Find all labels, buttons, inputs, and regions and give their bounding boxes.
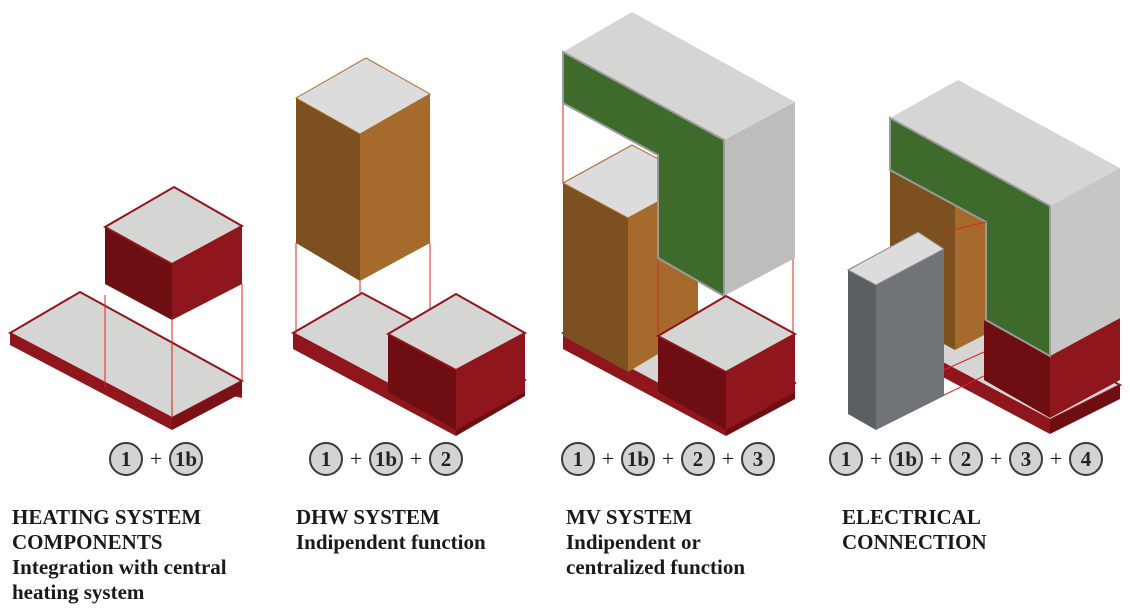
electrical-cube-left xyxy=(984,320,1050,418)
plus-operator: + xyxy=(149,446,163,471)
electrical-panel-front xyxy=(848,270,876,430)
component-badge: 1 xyxy=(109,442,143,476)
component-badge: 1b xyxy=(621,442,655,476)
caption-line: Indipendent or xyxy=(566,530,701,554)
heating-cube-left xyxy=(105,227,172,320)
dhw-tank-top xyxy=(294,57,432,135)
mv-unit-right xyxy=(724,102,795,296)
component-badge: 1 xyxy=(309,442,343,476)
component-badge: 2 xyxy=(949,442,983,476)
electrical-wire-line xyxy=(943,351,985,371)
heating-base-thickness xyxy=(172,381,242,430)
plus-operator: + xyxy=(929,446,943,471)
component-badge: 2 xyxy=(681,442,715,476)
plus-operator: + xyxy=(1049,446,1063,471)
mv-unit-green-face xyxy=(562,50,725,298)
dhw-cube-right xyxy=(456,333,525,430)
component-badge: 1b xyxy=(169,442,203,476)
component-badge: 1 xyxy=(829,442,863,476)
caption-line: HEATING SYSTEM xyxy=(12,505,202,529)
plus-operator: + xyxy=(601,446,615,471)
dhw-caption: DHW SYSTEM Indipendent function xyxy=(296,505,486,555)
caption-line: COMPONENTS xyxy=(12,530,163,554)
mv-cube-top xyxy=(655,294,798,374)
caption-line: centralized function xyxy=(566,555,746,579)
caption-line: heating system xyxy=(12,580,145,604)
dhw-tank-right xyxy=(360,94,430,281)
caption-line: MV SYSTEM xyxy=(566,505,693,529)
electrical-assembly xyxy=(846,80,1123,434)
dhw-base-front xyxy=(293,333,456,436)
plus-operator: + xyxy=(869,446,883,471)
component-badge: 1b xyxy=(889,442,923,476)
electrical-unit-right xyxy=(1050,168,1120,356)
heating-formula: 1+1b xyxy=(109,439,203,479)
plus-operator: + xyxy=(661,446,675,471)
caption-line: ELECTRICAL xyxy=(842,505,981,529)
heating-cube-top xyxy=(102,185,245,266)
component-badge: 3 xyxy=(741,442,775,476)
heating-cube-right xyxy=(172,226,242,320)
caption-line: Integration with central xyxy=(12,555,227,579)
plus-operator: + xyxy=(409,446,423,471)
electrical-unit-top xyxy=(890,80,1120,206)
mv-caption: MV SYSTEM Indipendent or centralized fun… xyxy=(566,505,745,580)
caption-line: CONNECTION xyxy=(842,530,987,554)
component-badge: 2 xyxy=(429,442,463,476)
plus-operator: + xyxy=(989,446,1003,471)
mv-cube-right xyxy=(726,334,795,430)
dhw-tank-left xyxy=(296,98,360,281)
electrical-base-side xyxy=(1050,385,1120,434)
mv-formula: 1+1b+2+3 xyxy=(561,439,775,479)
component-badge: 3 xyxy=(1009,442,1043,476)
dhw-assembly xyxy=(290,57,528,436)
electrical-caption: ELECTRICAL CONNECTION xyxy=(842,505,987,555)
electrical-cube-right xyxy=(1050,318,1120,418)
heating-caption: HEATING SYSTEM COMPONENTS Integration wi… xyxy=(12,505,227,605)
component-badge: 1 xyxy=(561,442,595,476)
electrical-wire-line xyxy=(943,375,985,396)
caption-line: DHW SYSTEM xyxy=(296,505,440,529)
mv-base-front xyxy=(563,333,726,436)
electrical-panel-side xyxy=(876,249,944,430)
caption-line: Indipendent function xyxy=(296,530,486,554)
electrical-panel-top xyxy=(846,231,945,286)
dhw-cube-left xyxy=(388,334,456,430)
dhw-cube-top xyxy=(385,292,528,372)
electrical-unit-green-face xyxy=(889,116,1051,358)
heating-base-thickness-front xyxy=(10,333,172,430)
mv-cube-left xyxy=(658,336,726,430)
dhw-formula: 1+1b+2 xyxy=(309,439,463,479)
plus-operator: + xyxy=(721,446,735,471)
component-badge: 1b xyxy=(369,442,403,476)
mv-unit-top xyxy=(563,12,795,140)
mv-tank-left xyxy=(563,183,628,372)
electrical-formula: 1+1b+2+3+4 xyxy=(829,439,1103,479)
mv-assembly xyxy=(560,12,798,436)
plus-operator: + xyxy=(349,446,363,471)
electrical-wire-line xyxy=(943,221,987,233)
heating-assembly xyxy=(7,185,245,430)
component-badge: 4 xyxy=(1069,442,1103,476)
